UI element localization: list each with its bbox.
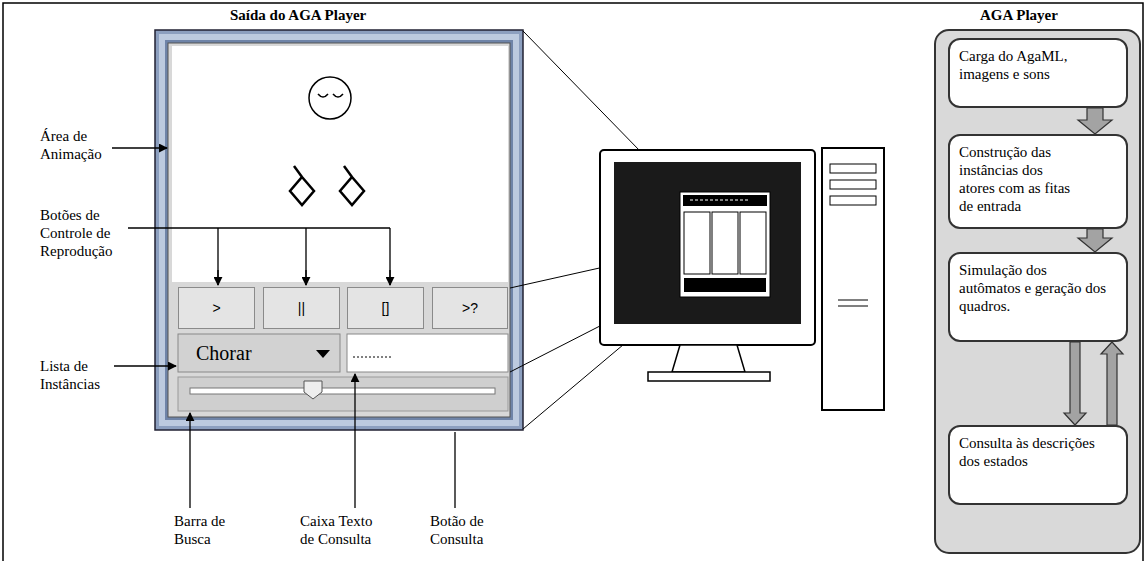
callout-label: Lista de Instâncias [40,357,120,393]
drive-slot [830,196,876,205]
dropdown-triangle [316,350,330,358]
control-button: || [263,287,340,329]
dropdown-field [178,334,340,372]
node-text: Construção das instâncias dos atores com… [950,136,1079,215]
window-panel: Saída do AGA Player>||[]>?Chorar [155,30,523,430]
foot-figure [290,166,314,205]
callout-label: Caixa Texto de Consulta [300,512,388,548]
screen-window [680,192,770,297]
process-box: Carga do AgaML, imagens e sons [948,38,1128,108]
process-box: Simulação dos autômatos e geração dos qu… [948,252,1128,342]
node-text: Chorar [196,342,252,364]
callout-label: Área de Animação [40,127,120,163]
window-bevel [159,34,519,426]
monitor-base [648,372,770,381]
query-button: >? [432,287,508,329]
closed-eyes [318,94,343,97]
animation-area [172,46,508,282]
leader-line [128,227,390,228]
flow-arrow [1064,342,1086,425]
leader-arrow [217,270,218,285]
monitor-screen [614,162,801,324]
monitor-body [600,150,815,345]
control-button: [] [347,287,424,329]
node-text: Simulação dos autômatos e geração dos qu… [950,254,1109,315]
node-text: >? [462,300,478,316]
panel-title: AGA Player [980,6,1058,24]
seek-track [190,388,495,394]
leader-line [454,432,455,508]
drive-slot [830,180,876,189]
figure-frame [3,3,1143,561]
leader-arrow [114,365,176,366]
player-panel-ground [935,30,1140,553]
screen-bar [684,278,766,292]
node-text: [] [382,300,390,316]
player-panel: AGA PlayerCarga do AgaML, imagens e sons… [935,30,1140,553]
callout-label: Botões de Controle de Reprodução [40,206,128,260]
callout-label: Botão de Consulta [430,512,510,548]
window-bevel [165,40,513,420]
control-button: > [178,287,255,329]
computer-tower [822,148,884,410]
node-text: Carga do AgaML, imagens e sons [950,40,1099,83]
node-text: || [298,300,305,316]
screen-panel [684,212,710,274]
panel-title: Saída do AGA Player [230,6,366,24]
process-box: Consulta às descrições dos estados [948,425,1128,505]
callout-label: Barra de Busca [174,512,244,548]
flow-arrow [1078,229,1112,252]
query-textbox [347,334,508,372]
leader-arrow [189,413,190,508]
seek-thumb [304,381,322,399]
screen-titlebar [683,195,767,206]
window-panel-ground [168,43,510,417]
leader-arrow [218,228,390,285]
leader-arrow [389,270,390,285]
monitor-stand [672,345,745,372]
leader-arrow [112,147,167,148]
leader-arrow [354,374,355,508]
node-text: > [212,300,220,316]
face-figure [309,77,351,119]
foot-figure [340,166,364,205]
screen-title-dots [690,200,750,201]
node-text: Consulta às descrições dos estados [950,427,1114,470]
drive-slot [830,164,876,173]
window-frame [155,30,523,430]
process-box: Construção das instâncias dos atores com… [948,134,1128,229]
flow-arrow [1101,342,1123,425]
screen-panel [712,212,738,274]
tower-vent [838,300,868,306]
seek-area [178,377,508,411]
leader-arrow [305,270,306,285]
instance-dropdown: Chorar [178,334,340,372]
text-cursor [353,357,393,358]
flow-arrow [1078,108,1112,134]
screen-panel [740,212,766,274]
